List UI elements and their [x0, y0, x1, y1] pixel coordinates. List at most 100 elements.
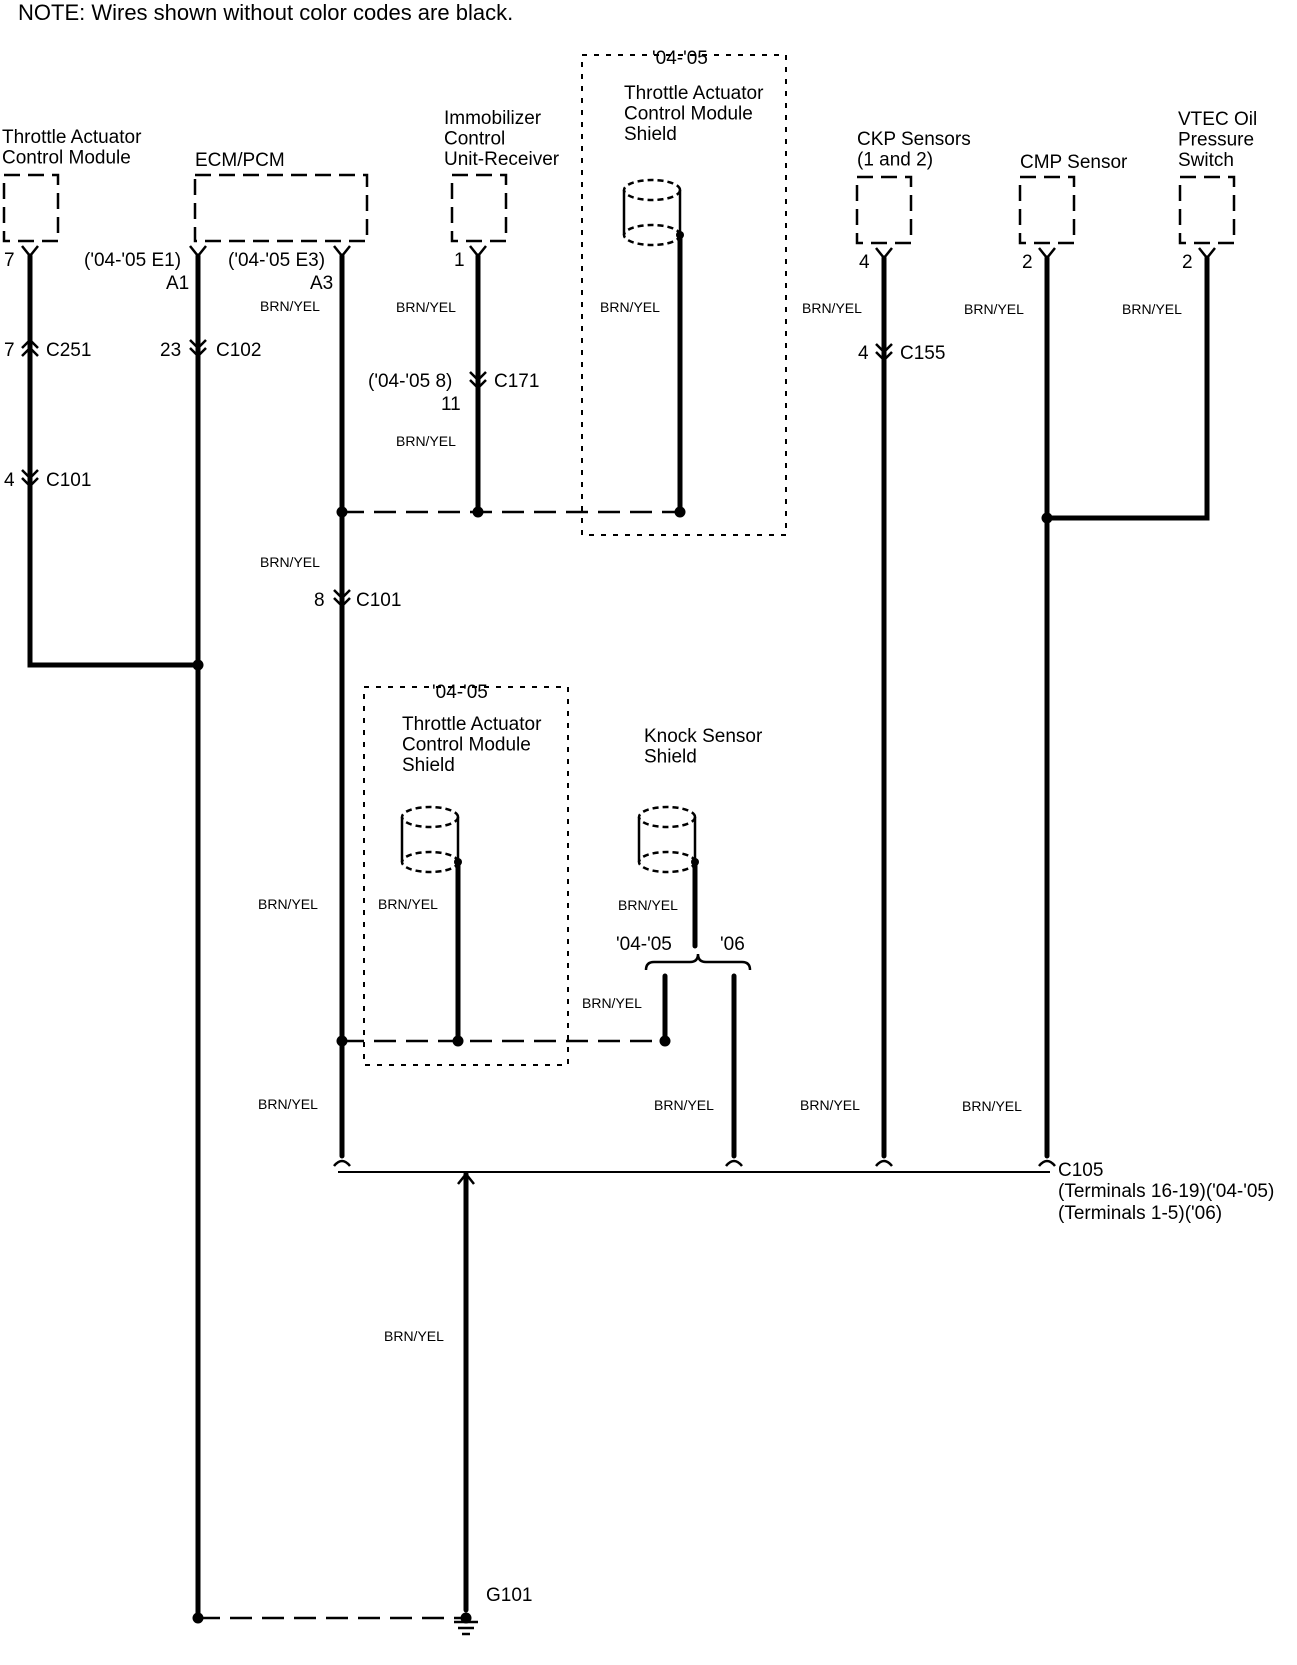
wire-vtec [1044, 255, 1210, 521]
ecm-a1-label: A1 [166, 273, 189, 294]
tacm-shield-bottom-year: '04-'05 [432, 682, 488, 703]
knock-year-brace [644, 953, 752, 971]
ecm-box [193, 173, 369, 243]
wire-color-label: BRN/YEL [600, 299, 660, 315]
c251-pin: 7 [4, 340, 15, 361]
cmp-box [1018, 175, 1076, 245]
ckp-box [855, 175, 913, 245]
c102-label: C102 [216, 340, 261, 361]
tacm-box [2, 173, 60, 243]
knock-year-a: '04-'05 [616, 934, 672, 955]
connector-symbols [21, 245, 1216, 1185]
splice-dot [472, 506, 484, 518]
vtec-pin: 2 [1182, 252, 1193, 273]
ecm-label: ECM/PCM [195, 150, 285, 171]
splice-dot [452, 1035, 464, 1047]
pin-labels: 7 ('04-'05 E1) A1 ('04-'05 E3) A3 1 4 2 … [4, 250, 1193, 294]
connector-c171-icon [469, 371, 487, 390]
connector-c105-icon [725, 1159, 743, 1167]
splice-dot [192, 1612, 204, 1624]
tacm-shield-bottom-enclosure [363, 686, 569, 1066]
connector-c105-icon [1038, 1159, 1056, 1167]
ecm-a3-label: A3 [310, 273, 333, 294]
wire-color-label: BRN/YEL [618, 897, 678, 913]
pin-terminal-icon [1038, 247, 1056, 261]
wire-color-label: BRN/YEL [582, 995, 642, 1011]
component-boxes [2, 173, 1236, 245]
c171-pin-b: 11 [441, 394, 461, 415]
pin-terminal-icon [21, 245, 39, 259]
c101b-label: C101 [356, 590, 401, 611]
splice-dot [659, 1035, 671, 1047]
cmp-pin: 2 [1022, 252, 1033, 273]
wire-color-label: BRN/YEL [260, 298, 320, 314]
wires [27, 232, 1210, 1621]
connector-c101-icon [333, 589, 351, 608]
splice-dot [336, 1035, 348, 1047]
wire-color-label: BRN/YEL [1122, 301, 1182, 317]
tacm-shield-top-enclosure [581, 54, 787, 536]
c171-label: C171 [494, 371, 539, 392]
c101a-pin: 4 [4, 470, 15, 491]
c251-label: C251 [46, 340, 91, 361]
cmp-label: CMP Sensor [1020, 152, 1128, 173]
wire-color-label: BRN/YEL [800, 1097, 860, 1113]
wire-color-label: BRN/YEL [396, 433, 456, 449]
connector-c155-icon [875, 343, 893, 362]
pin-terminal-icon [333, 245, 351, 259]
tacm-shield-top-year: '04-'05 [652, 48, 708, 69]
connector-c101-icon [21, 469, 39, 488]
immob-pin: 1 [454, 250, 465, 271]
c101a-label: C101 [46, 470, 91, 491]
connector-c102-icon [189, 339, 207, 358]
ground-icon [454, 1620, 478, 1636]
connector-c105-icon [333, 1159, 351, 1167]
wire-color-label: BRN/YEL [654, 1097, 714, 1113]
pin-terminal-icon [875, 247, 893, 261]
ecm-e1-label: ('04-'05 E1) [84, 250, 181, 271]
wire-color-label: BRN/YEL [378, 896, 438, 912]
splice-dot [336, 506, 348, 518]
wire-color-label: BRN/YEL [258, 896, 318, 912]
splice-dot [674, 506, 686, 518]
c105-label: C105 [1058, 1160, 1103, 1181]
connector-c105-icon [875, 1159, 893, 1167]
wire-color-label: BRN/YEL [260, 554, 320, 570]
wire-color-label: BRN/YEL [962, 1098, 1022, 1114]
shield-icons [400, 178, 697, 874]
wire-color-label: BRN/YEL [258, 1096, 318, 1112]
ckp-pin: 4 [859, 252, 870, 273]
c155-label: C155 [900, 343, 945, 364]
splice-points [192, 231, 1053, 1624]
connector-c105-icon [457, 1171, 475, 1185]
splice-dot [192, 659, 204, 671]
pin-terminal-icon [469, 245, 487, 259]
vtec-box [1178, 175, 1236, 245]
wire-color-label: BRN/YEL [384, 1328, 444, 1344]
wire-color-label: BRN/YEL [802, 300, 862, 316]
shield-icon [637, 805, 697, 874]
ckp-label: CKP Sensors(1 and 2) [857, 129, 971, 171]
shield-icon [400, 805, 460, 874]
connector-labels: 7 C251 23 C102 4 C101 ('04-'05 8) 11 C17… [4, 340, 1274, 1224]
wire-color-label: BRN/YEL [964, 301, 1024, 317]
splice-dot [1041, 512, 1053, 524]
pin-terminal-icon [1198, 247, 1216, 261]
c102-pin: 23 [160, 340, 181, 361]
c155-pin: 4 [858, 343, 869, 364]
c105-terminals-2: (Terminals 1-5)('06) [1058, 1203, 1222, 1224]
connector-c251-icon [21, 338, 39, 357]
pin-terminal-icon [189, 245, 207, 259]
knock-year-b: '06 [720, 934, 745, 955]
c171-pin-a: ('04-'05 8) [368, 371, 452, 392]
wire-color-label: BRN/YEL [396, 299, 456, 315]
note-text: NOTE: Wires shown without color codes ar… [18, 0, 513, 25]
